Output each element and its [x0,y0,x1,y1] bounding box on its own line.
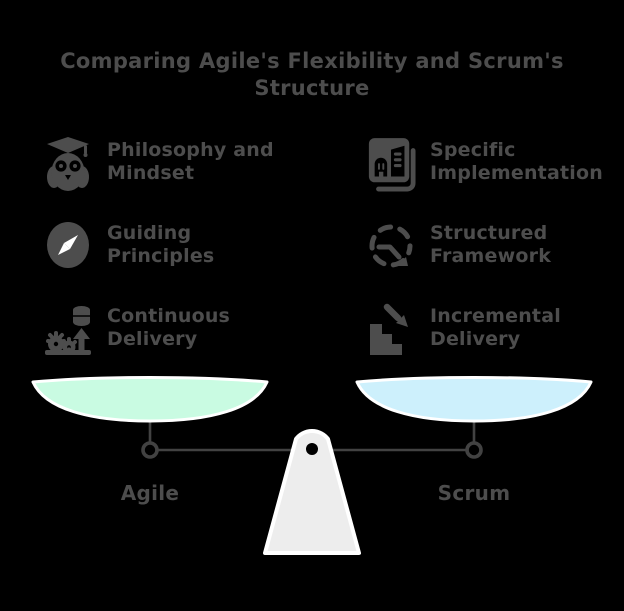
buildings-document-icon [366,134,416,196]
compass-icon [43,217,93,279]
feature-row-philosophy: Philosophy and Mindset [43,134,274,196]
continuous-delivery-icon [43,300,93,362]
dashed-cycle-icon [366,217,416,279]
pan-scrum [355,376,593,423]
fulcrum-hole [306,443,318,455]
fulcrum [263,429,361,555]
pan-agile [31,376,269,423]
feature-row-specific: Specific Implementation [366,134,603,196]
feature-row-incremental: Incremental Delivery [366,300,561,362]
feature-row-structured: Structured Framework [366,217,551,279]
feature-label: Structured Framework [430,222,552,267]
feature-label: Guiding Principles [107,222,215,267]
left-hinge-ring [141,441,159,459]
feature-label: Continuous Delivery [107,305,231,350]
balance-scale [31,376,593,555]
right-hinge-ring [465,441,483,459]
feature-row-continuous: Continuous Delivery [43,300,230,362]
agile-label: Agile [120,481,180,505]
page-title: Comparing Agile's Flexibility and Scrum'… [60,49,564,100]
feature-row-guiding: Guiding Principles [43,217,214,279]
feature-label: Philosophy and Mindset [107,139,274,184]
steps-descending-icon [366,300,416,362]
owl-graduate-icon [43,134,93,196]
feature-label: Specific Implementation [430,139,603,184]
feature-label: Incremental Delivery [430,305,561,350]
scrum-label: Scrum [437,481,511,505]
